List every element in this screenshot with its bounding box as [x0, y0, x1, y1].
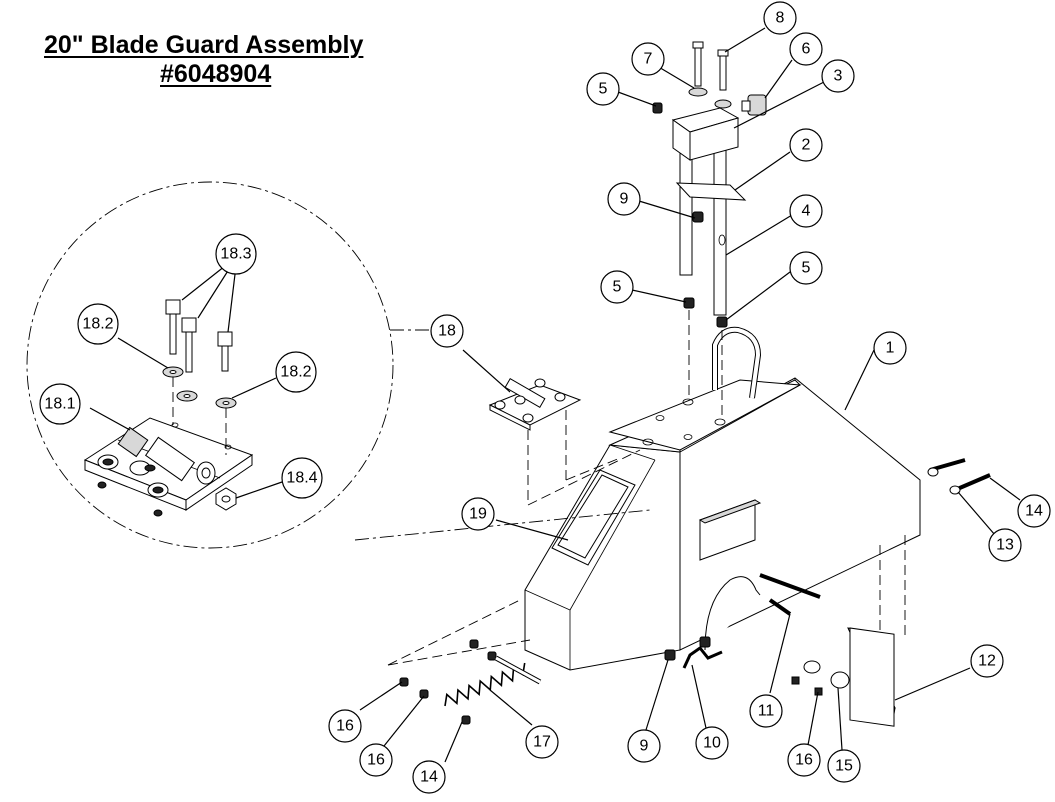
svg-text:14: 14 [420, 769, 438, 786]
callout-9-upper: 9 [607, 182, 641, 216]
svg-text:5: 5 [802, 260, 811, 277]
callout-6: 6 [789, 32, 823, 66]
svg-text:10: 10 [703, 735, 721, 752]
svg-text:3: 3 [834, 68, 843, 85]
callout-1: 1 [873, 331, 907, 365]
column-assembly [652, 41, 767, 420]
callout-19: 19 [461, 497, 495, 531]
svg-text:18.2: 18.2 [82, 316, 113, 333]
lower-hardware [354, 458, 991, 725]
callout-11: 11 [749, 694, 783, 728]
callout-18-4: 18.4 [281, 457, 323, 499]
callout-9-lower: 9 [627, 729, 661, 763]
callout-7: 7 [631, 42, 665, 76]
hinge-detail-view [26, 181, 432, 549]
diagram-title: 20" Blade Guard Assembly [44, 31, 364, 59]
svg-text:18.3: 18.3 [220, 246, 251, 263]
leader-lines [89, 27, 1021, 763]
callout-13: 13 [988, 528, 1022, 562]
hinge-assembly [488, 377, 641, 506]
callout-10: 10 [695, 726, 729, 760]
callout-5-left: 5 [600, 270, 634, 304]
svg-text:8: 8 [776, 10, 785, 27]
callout-18-1: 18.1 [39, 383, 81, 425]
svg-text:5: 5 [613, 279, 622, 296]
callout-18: 18 [430, 314, 464, 348]
svg-text:1: 1 [886, 340, 895, 357]
svg-text:16: 16 [795, 752, 813, 769]
svg-text:13: 13 [996, 537, 1014, 554]
svg-text:11: 11 [758, 703, 775, 720]
callout-14-left: 14 [412, 760, 446, 794]
callout-5-top: 5 [586, 72, 620, 106]
svg-text:16: 16 [336, 718, 354, 735]
svg-text:17: 17 [533, 734, 551, 751]
callout-12: 12 [970, 644, 1004, 678]
svg-text:18.2: 18.2 [280, 364, 311, 381]
callout-16-b: 16 [359, 743, 393, 777]
svg-text:14: 14 [1025, 503, 1043, 520]
svg-text:7: 7 [644, 51, 653, 68]
svg-text:6: 6 [802, 41, 811, 58]
svg-text:9: 9 [620, 191, 629, 208]
svg-text:16: 16 [367, 752, 385, 769]
blade-guard-body [524, 326, 921, 727]
callout-5-right: 5 [789, 251, 823, 285]
callout-18-2-left: 18.2 [77, 303, 119, 345]
callout-14-right: 14 [1017, 494, 1051, 528]
svg-text:18.4: 18.4 [286, 470, 317, 487]
svg-text:18: 18 [438, 323, 456, 340]
callout-16-c: 16 [787, 743, 821, 777]
svg-text:18.1: 18.1 [44, 396, 75, 413]
callout-18-2-right: 18.2 [275, 351, 317, 393]
callout-17: 17 [525, 725, 559, 759]
svg-text:5: 5 [599, 81, 608, 98]
callout-18-3: 18.3 [215, 233, 257, 275]
svg-text:4: 4 [802, 203, 811, 220]
callout-15: 15 [827, 749, 861, 783]
callout-16-a: 16 [328, 709, 362, 743]
callout-2: 2 [789, 128, 823, 162]
svg-text:19: 19 [469, 506, 487, 523]
svg-text:12: 12 [978, 653, 996, 670]
callout-8: 8 [763, 1, 797, 35]
svg-text:2: 2 [802, 137, 811, 154]
callout-3: 3 [821, 59, 855, 93]
svg-text:15: 15 [835, 758, 853, 775]
callout-4: 4 [789, 194, 823, 228]
svg-text:9: 9 [640, 738, 649, 755]
part-number: #6048904 [160, 60, 272, 88]
